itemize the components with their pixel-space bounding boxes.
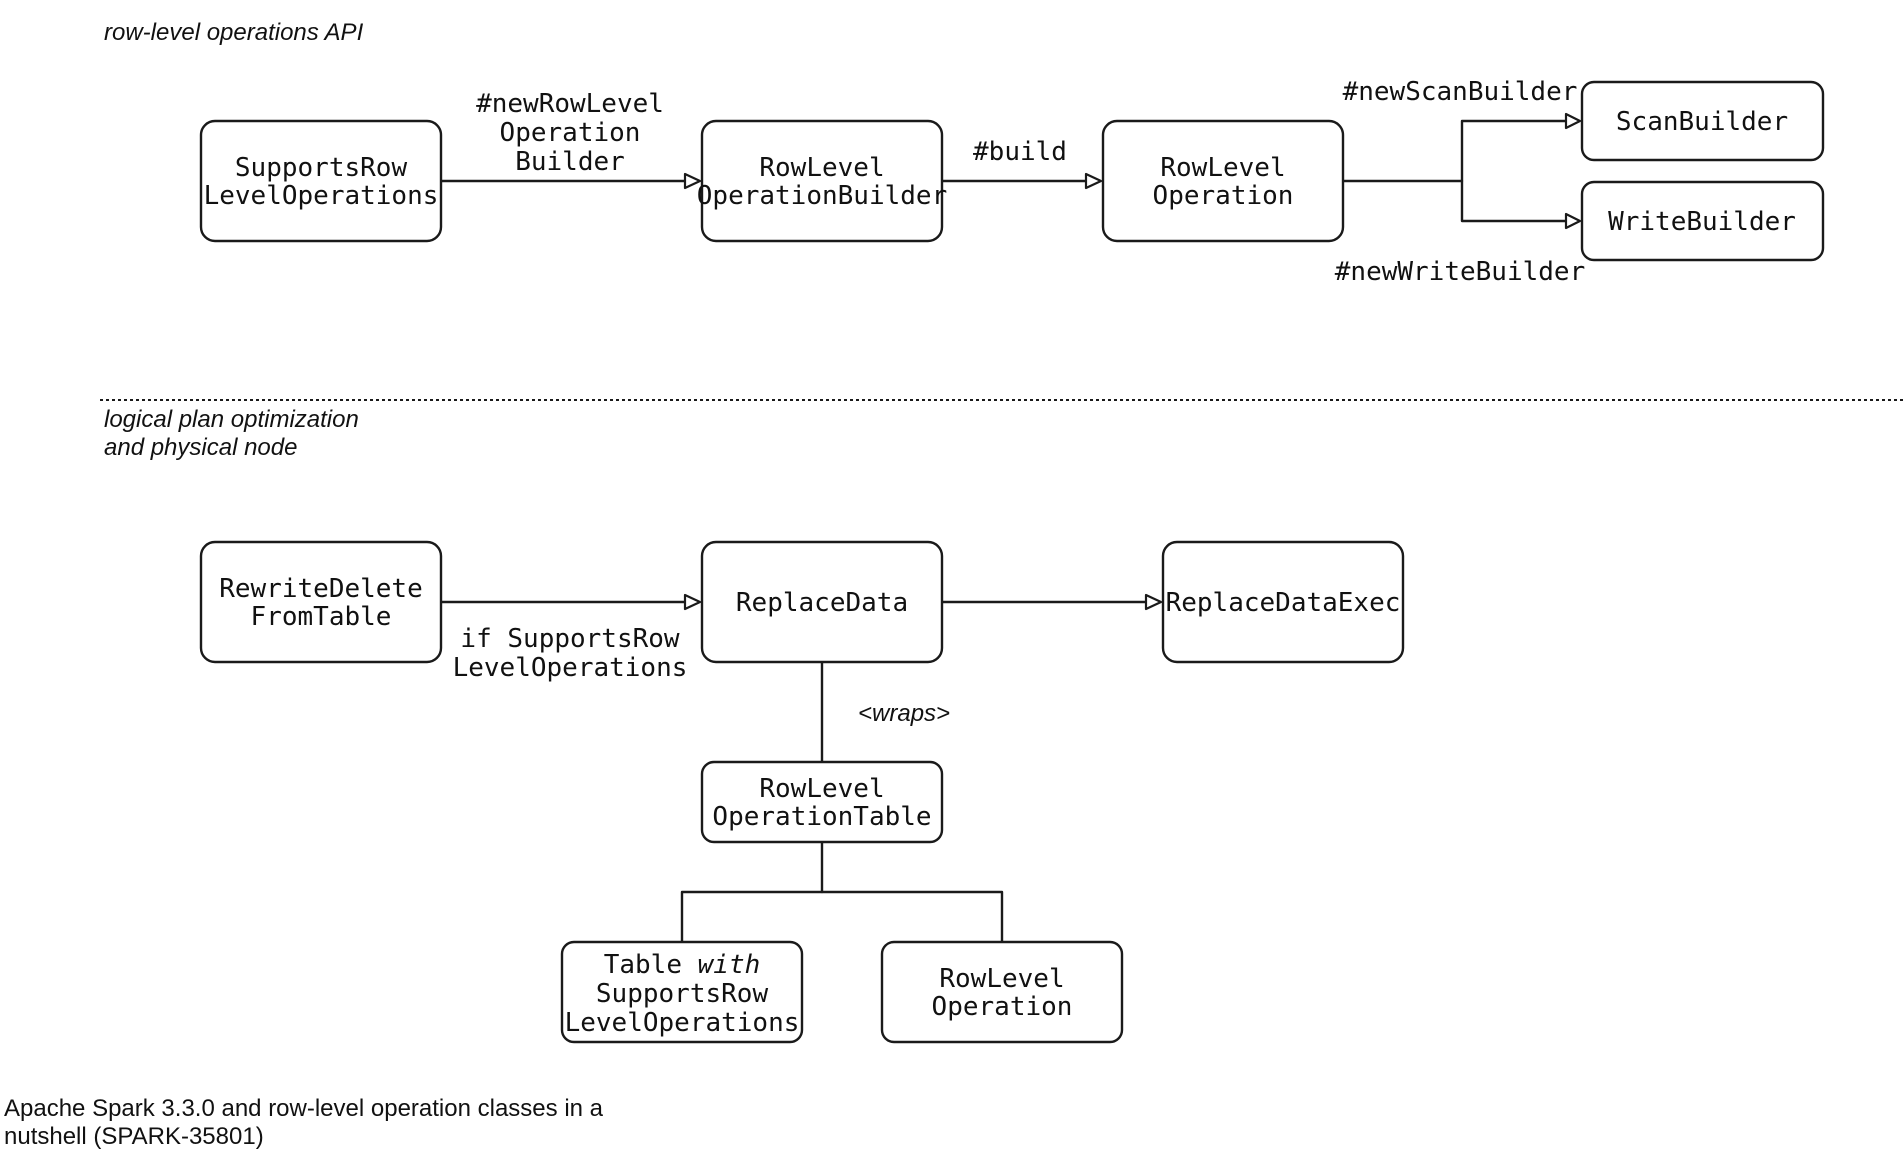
node-write-builder: WriteBuilder: [1580, 180, 1825, 262]
svg-text:#newRowLevel: #newRowLevel: [476, 89, 664, 119]
svg-text:logical plan optimization: logical plan optimization: [104, 406, 359, 433]
svg-text:RewriteDelete: RewriteDelete: [219, 574, 423, 604]
svg-text:Operation: Operation: [932, 992, 1073, 1022]
svg-text:RowLevel: RowLevel: [1160, 153, 1285, 183]
svg-text:RowLevel: RowLevel: [759, 774, 884, 804]
svg-text:Operation: Operation: [1153, 181, 1294, 211]
edge-label-build: #build: [973, 137, 1067, 167]
figure-caption: Apache Spark 3.3.0 and row-level operati…: [4, 1095, 604, 1150]
svg-text:WriteBuilder: WriteBuilder: [1608, 207, 1796, 237]
svg-text:ScanBuilder: ScanBuilder: [1616, 107, 1788, 137]
svg-text:RowLevel: RowLevel: [759, 153, 884, 183]
edge-operation-to-write-builder: [1460, 179, 1582, 230]
node-row-level-operation-builder: RowLevel OperationBuilder: [697, 119, 947, 243]
edge-label-wraps: <wraps>: [858, 700, 950, 727]
svg-text:nutshell (SPARK-35801): nutshell (SPARK-35801): [4, 1123, 264, 1150]
edge-label-new-row-level-operation-builder: #newRowLevel Operation Builder: [476, 89, 664, 177]
svg-text:LevelOperations: LevelOperations: [565, 1008, 800, 1038]
svg-text:ReplaceData: ReplaceData: [736, 588, 908, 618]
edge-label-if-supports-row-level-operations: if SupportsRow LevelOperations: [453, 624, 688, 683]
svg-text:LevelOperations: LevelOperations: [453, 653, 688, 683]
edge-operation-to-scan-builder: [1341, 112, 1582, 183]
svg-text:SupportsRow: SupportsRow: [235, 153, 408, 183]
svg-text:FromTable: FromTable: [251, 602, 392, 632]
svg-text:OperationBuilder: OperationBuilder: [697, 181, 947, 211]
svg-text:SupportsRow: SupportsRow: [596, 979, 769, 1009]
svg-text:and physical node: and physical node: [104, 434, 297, 461]
edge-label-new-write-builder: #newWriteBuilder: [1335, 257, 1585, 287]
svg-text:RowLevel: RowLevel: [939, 964, 1064, 994]
svg-text:ReplaceDataExec: ReplaceDataExec: [1166, 588, 1401, 618]
node-replace-data: ReplaceData: [700, 540, 944, 664]
node-scan-builder: ScanBuilder: [1580, 80, 1825, 162]
section-title-api: row-level operations API: [104, 19, 364, 46]
edge-supports-to-builder: [439, 172, 702, 190]
edge-table-to-children: [680, 840, 1004, 944]
node-row-level-operation-table: RowLevel OperationTable: [700, 760, 944, 844]
node-rewrite-delete-from-table: RewriteDelete FromTable: [199, 540, 443, 664]
svg-text:Table with: Table with: [604, 950, 761, 980]
svg-text:Operation: Operation: [500, 118, 641, 148]
section-title-optimization: logical plan optimization and physical n…: [104, 406, 359, 461]
svg-text:Apache Spark 3.3.0 and row-lev: Apache Spark 3.3.0 and row-level operati…: [4, 1095, 604, 1122]
node-replace-data-exec: ReplaceDataExec: [1161, 540, 1405, 664]
node-row-level-operation-child: RowLevel Operation: [880, 940, 1124, 1044]
svg-text:Builder: Builder: [515, 147, 625, 177]
node-row-level-operation: RowLevel Operation: [1101, 119, 1345, 243]
edge-builder-to-operation: [940, 172, 1103, 190]
node-table-with-supports-row-level-operations: Table with SupportsRow LevelOperations: [560, 940, 804, 1044]
edge-replace-data-to-exec: [940, 593, 1163, 611]
svg-text:LevelOperations: LevelOperations: [204, 181, 439, 211]
edge-rewrite-to-replace-data: [439, 593, 702, 611]
edge-label-new-scan-builder: #newScanBuilder: [1343, 77, 1578, 107]
svg-text:OperationTable: OperationTable: [712, 802, 931, 832]
node-supports-row-level-operations: SupportsRow LevelOperations: [199, 119, 443, 243]
svg-text:if SupportsRow: if SupportsRow: [460, 624, 679, 654]
